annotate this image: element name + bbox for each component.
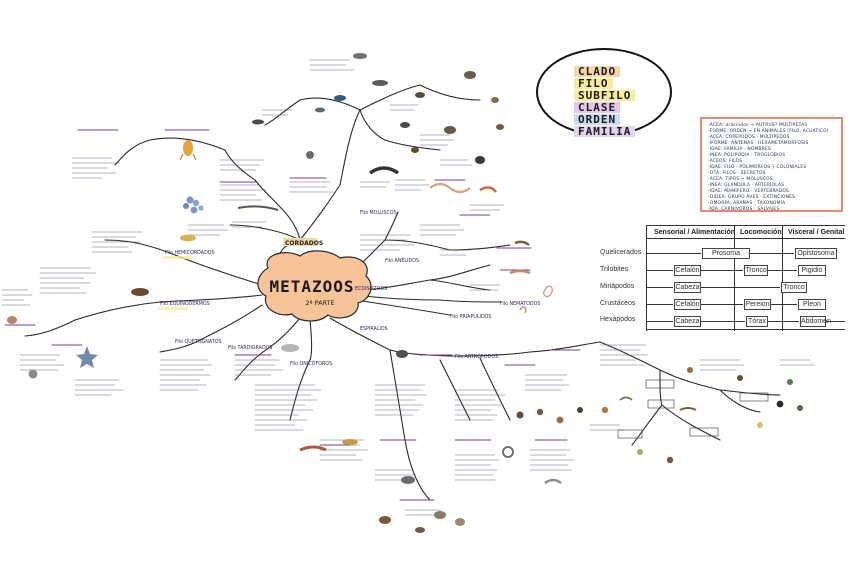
central-title: METAZOOS (269, 277, 354, 296)
note-line: -INEA: GLANDULA · ARTERIOLAS (708, 183, 785, 188)
branch-equinodermos: Filo EQUINODERMOS (160, 301, 210, 307)
branch-moluscos: Filo MOLUSCOS (360, 210, 397, 216)
note-line: -OIDEA: GRUPO AVES · EXTINCIONES (708, 195, 796, 200)
animal-illustrations (7, 53, 803, 533)
legend-subfilo: SUBFILO (574, 90, 636, 101)
branch-nematodos: Filo NEMATODOS (500, 301, 540, 307)
branch-priapulidos: Filo PRIAPÚLIDOS (450, 313, 491, 320)
note-blocks (1, 59, 815, 516)
cell-cefalon-crustaceos: Cefalón (674, 299, 701, 310)
cell-abdomen: Abdomen (800, 316, 831, 327)
branch-quetognatos: Filo QUETOGNATOS (175, 339, 222, 345)
cell-cefalon-trilobites: Cefalón (674, 265, 701, 276)
cell-cabeza-miriapodos: Cabeza (674, 282, 701, 293)
note-line: -INEA: POLIPODIA · TROGLOBIOS (708, 153, 786, 158)
note-line: -ACEA: TIPOS ~ MOLUSCOS (708, 177, 773, 182)
note-line: -OTA: FILOS · SECRETOS (708, 171, 766, 176)
branch-ecdisozoos: ECDISOZOOS (355, 286, 387, 292)
header-visceral: Visceral / Genital (788, 229, 845, 236)
note-line: -IDAE: FILO · POLIMORFOS } COLONIALES (708, 165, 807, 170)
legend-clado: CLADO (574, 66, 621, 77)
suffix-notes-box: -ACEA: arácnidos → AUTRUS? MULTIPETAS -F… (700, 117, 843, 212)
arthropod-tagmata-table: Sensorial / Alimentación Locomoción Visc… (600, 225, 845, 331)
cell-prosoma: Prosoma (702, 248, 750, 259)
class-headers (4, 129, 581, 501)
taxonomy-legend: CLADO FILO SUBFILO CLASE ORDEN FAMILIA (536, 48, 672, 137)
branch-espiralios: ESPIRALIOS (360, 326, 388, 332)
note-line: -FORME: ORDEN ~ EN ANIMALES (FILO, ACUAT… (708, 129, 829, 134)
note-line: -ACEA: COPEPODOS · MULTIPEDOS (708, 135, 790, 140)
note-line: -IDAE: FAMILIA · NOMBRES (708, 147, 771, 152)
cell-tronco-miriapodos: Tronco (781, 282, 807, 293)
arthropod-subtree-nodes (617, 379, 769, 439)
row-crustaceos: Crustáceos (600, 300, 636, 307)
header-sensorial: Sensorial / Alimentación (654, 229, 736, 236)
row-hexapodos: Hexápodos (600, 316, 636, 323)
branch-hemicordados: Filo HEMICORDADOS (165, 250, 215, 256)
branch-lines (24, 84, 781, 501)
branch-anelidos: Filo ANÉLIDOS (385, 256, 419, 264)
legend-clase: CLASE (574, 102, 621, 113)
note-line: -OMORFA: ARAÑAS · TAXONOMIA (708, 201, 786, 206)
cell-torax: Tórax (746, 316, 768, 327)
note-line: -IFORME: ANTENAS · HEXAMETAMORFOSIS (708, 141, 809, 146)
central-subtitle: 2ª PARTE (305, 299, 334, 307)
branch-onicoforos: Filo ONICÓFOROS (290, 360, 332, 367)
row-quelicerados: Quelicerados (600, 249, 642, 256)
note-line: -IDAE: MAMIFERO · VERTEBRADOS (708, 189, 789, 194)
cell-tronco-trilobites: Tronco (744, 265, 768, 276)
branch-labels: CORDADOS Filo HEMICORDADOS Filo EQUINODE… (158, 210, 540, 367)
legend-orden: ORDEN (574, 114, 621, 125)
note-line: -IDA: CARNIVOROS · SALVAJES (708, 207, 780, 212)
note-line: -ACEA: arácnidos → AUTRUS? MULTIPETAS (708, 123, 808, 128)
note-line: -ACEOS: FILOS (708, 159, 743, 164)
cell-pigidio: Pigidio (798, 265, 826, 276)
cell-cabeza-hexapodos: Cabeza (674, 316, 701, 327)
branch-cordados: CORDADOS (285, 240, 323, 247)
row-miriapodos: Miriápodos (600, 283, 635, 290)
header-locomocion: Locomoción (740, 229, 782, 236)
cell-pleon: Pleon (798, 299, 826, 310)
cell-opistosoma: Opistosoma (795, 248, 837, 259)
cell-pereion: Pereion (744, 299, 771, 310)
legend-filo: FILO (574, 78, 613, 89)
branch-tardigrados: Filo TARDIGRADOS (228, 345, 272, 351)
central-blob (257, 250, 372, 322)
central-node[interactable]: METAZOOS 2ª PARTE (257, 250, 372, 322)
branch-artropodos: Filo ARTRÓPODOS (455, 353, 498, 360)
row-trilobites: Trilobites (600, 266, 629, 273)
legend-familia: FAMILIA (574, 126, 636, 137)
